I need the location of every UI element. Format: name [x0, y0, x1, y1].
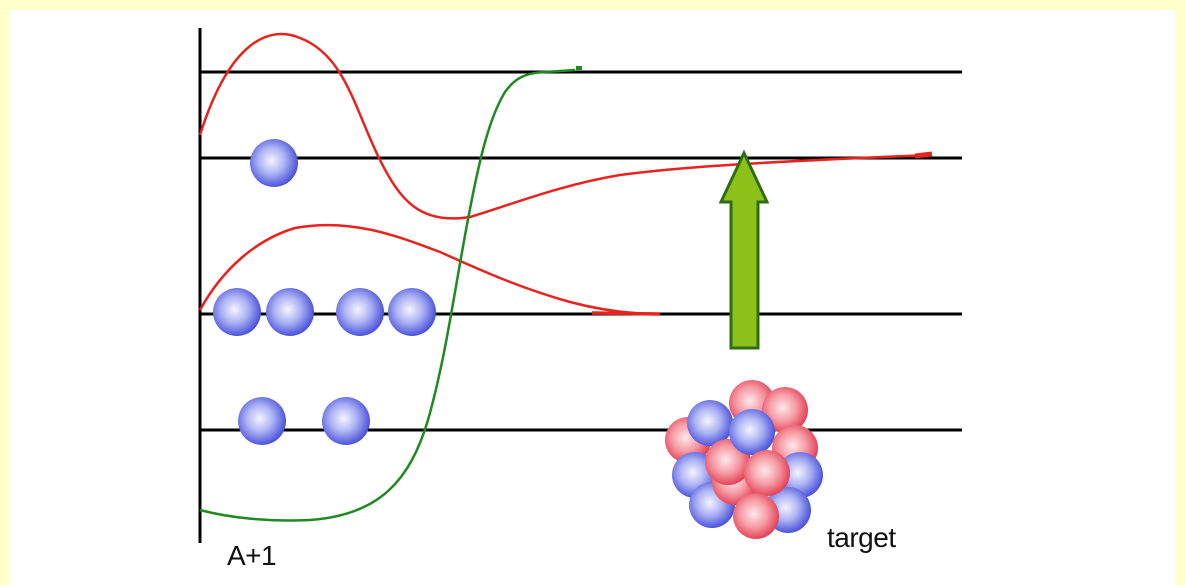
energy-levels	[200, 70, 962, 432]
upper-wavefunction-tail	[914, 151, 933, 159]
lower-wavefunction-tail	[591, 311, 661, 316]
neutron-icon	[336, 288, 384, 336]
neutron-icon	[238, 397, 286, 445]
proton-icon	[744, 450, 790, 496]
upper-wavefunction	[198, 32, 931, 220]
projectile-label: A+1	[227, 540, 277, 571]
proton-icon	[733, 493, 779, 539]
neutron-icon	[729, 409, 775, 455]
proton-icon	[762, 387, 808, 433]
neutron-icon	[266, 288, 314, 336]
neutron-icon	[322, 397, 370, 445]
neutron-icon	[388, 288, 436, 336]
target-nucleus	[665, 380, 823, 539]
potential-curve	[199, 68, 576, 522]
projectile-neutrons	[213, 139, 436, 445]
target-label: target	[827, 522, 896, 553]
neutron-icon	[250, 139, 298, 187]
neutron-icon	[213, 288, 261, 336]
neutron-icon	[687, 400, 733, 446]
diagram-frame	[10, 10, 1175, 585]
up-arrow-icon	[718, 149, 770, 350]
lower-wavefunction	[198, 223, 661, 316]
neutron-icon	[777, 452, 823, 498]
